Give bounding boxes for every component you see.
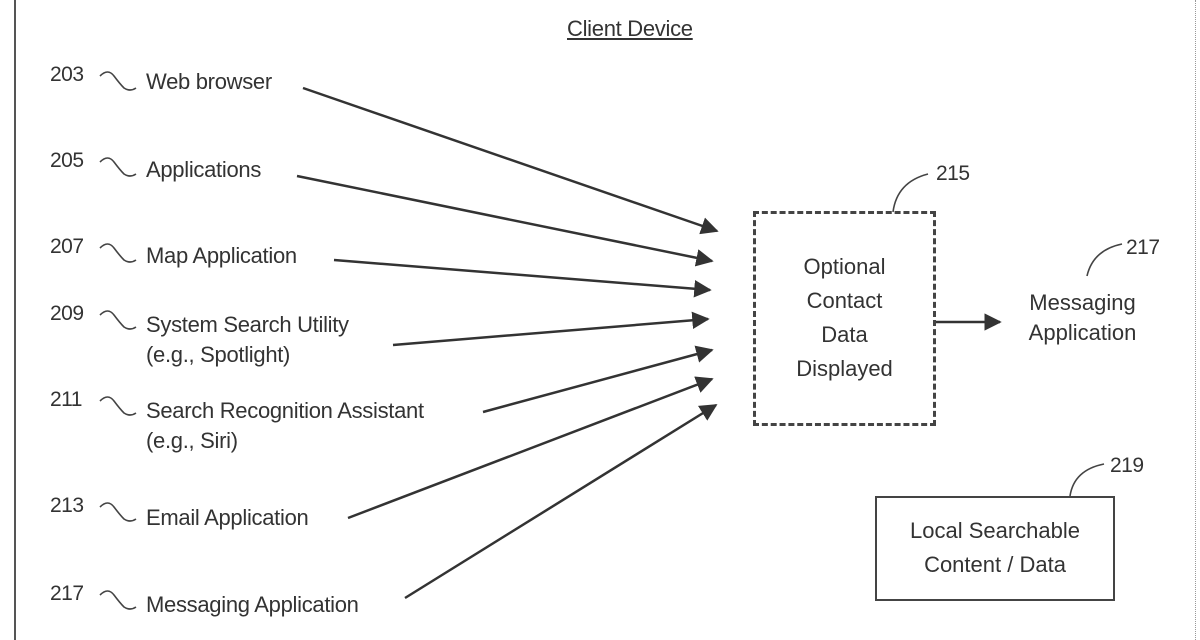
source-label-line: Applications [146,157,262,182]
source-label-line: (e.g., Spotlight) [146,342,291,367]
leader-203 [99,71,137,91]
ref-207: 207 [50,235,84,258]
arrow-email-application [347,376,714,520]
arrow-system-search [392,311,710,347]
source-email-application: Email Application [146,503,309,533]
leader-211 [99,396,137,416]
source-label-line: System Search Utility [146,312,349,337]
leader-209 [99,310,137,330]
leader-215 [892,173,929,213]
source-web-browser: Web browser [146,67,272,97]
leader-213 [99,502,137,522]
arrow-applications [296,174,714,267]
ref-203: 203 [50,63,84,86]
source-applications: Applications [146,155,261,185]
contact-data-box [753,211,936,426]
arrow-messaging-source [404,403,718,600]
local-searchable-box [875,496,1115,601]
source-label-line: (e.g., Siri) [146,428,238,453]
leader-217-out [1086,243,1123,277]
output-line: Messaging [1029,290,1136,315]
leader-207 [99,243,137,263]
diagram-title: Client Device [567,16,693,41]
source-label-line: Search Recognition Assistant [146,398,424,423]
frame-border-left [14,0,16,640]
source-system-search-utility: System Search Utility (e.g., Spotlight) [146,310,349,370]
leader-217-src [99,590,137,610]
leader-219 [1069,463,1105,497]
source-label-line: Map Application [146,243,297,268]
output-messaging-application: Messaging Application [1010,288,1155,348]
ref-217-output: 217 [1126,236,1160,259]
ref-217-source: 217 [50,582,84,605]
output-line: Application [1028,320,1137,345]
source-search-recognition-assistant: Search Recognition Assistant (e.g., Siri… [146,396,424,456]
ref-219: 219 [1110,454,1144,477]
box-line: Displayed [796,356,893,381]
source-messaging-application: Messaging Application [146,590,359,620]
frame-border-right [1195,0,1196,640]
local-searchable-text: Local Searchable Content / Data [875,514,1115,582]
box-line: Local Searchable [909,518,1080,543]
ref-215: 215 [936,162,970,185]
leader-205 [99,157,137,177]
source-label-line: Web browser [146,69,272,94]
arrow-map-application [333,258,712,298]
box-line: Contact [806,288,883,313]
box-line: Data [821,322,868,347]
source-label-line: Messaging Application [146,592,359,617]
box-line: Content / Data [924,552,1066,577]
arrow-search-assistant [482,345,714,414]
ref-205: 205 [50,149,84,172]
ref-211: 211 [50,388,82,411]
ref-213: 213 [50,494,84,517]
source-label-line: Email Application [146,505,309,530]
box-line: Optional [803,254,886,279]
source-map-application: Map Application [146,241,297,271]
arrow-web-browser [302,86,719,235]
contact-data-text: Optional Contact Data Displayed [753,250,936,386]
ref-209: 209 [50,302,84,325]
